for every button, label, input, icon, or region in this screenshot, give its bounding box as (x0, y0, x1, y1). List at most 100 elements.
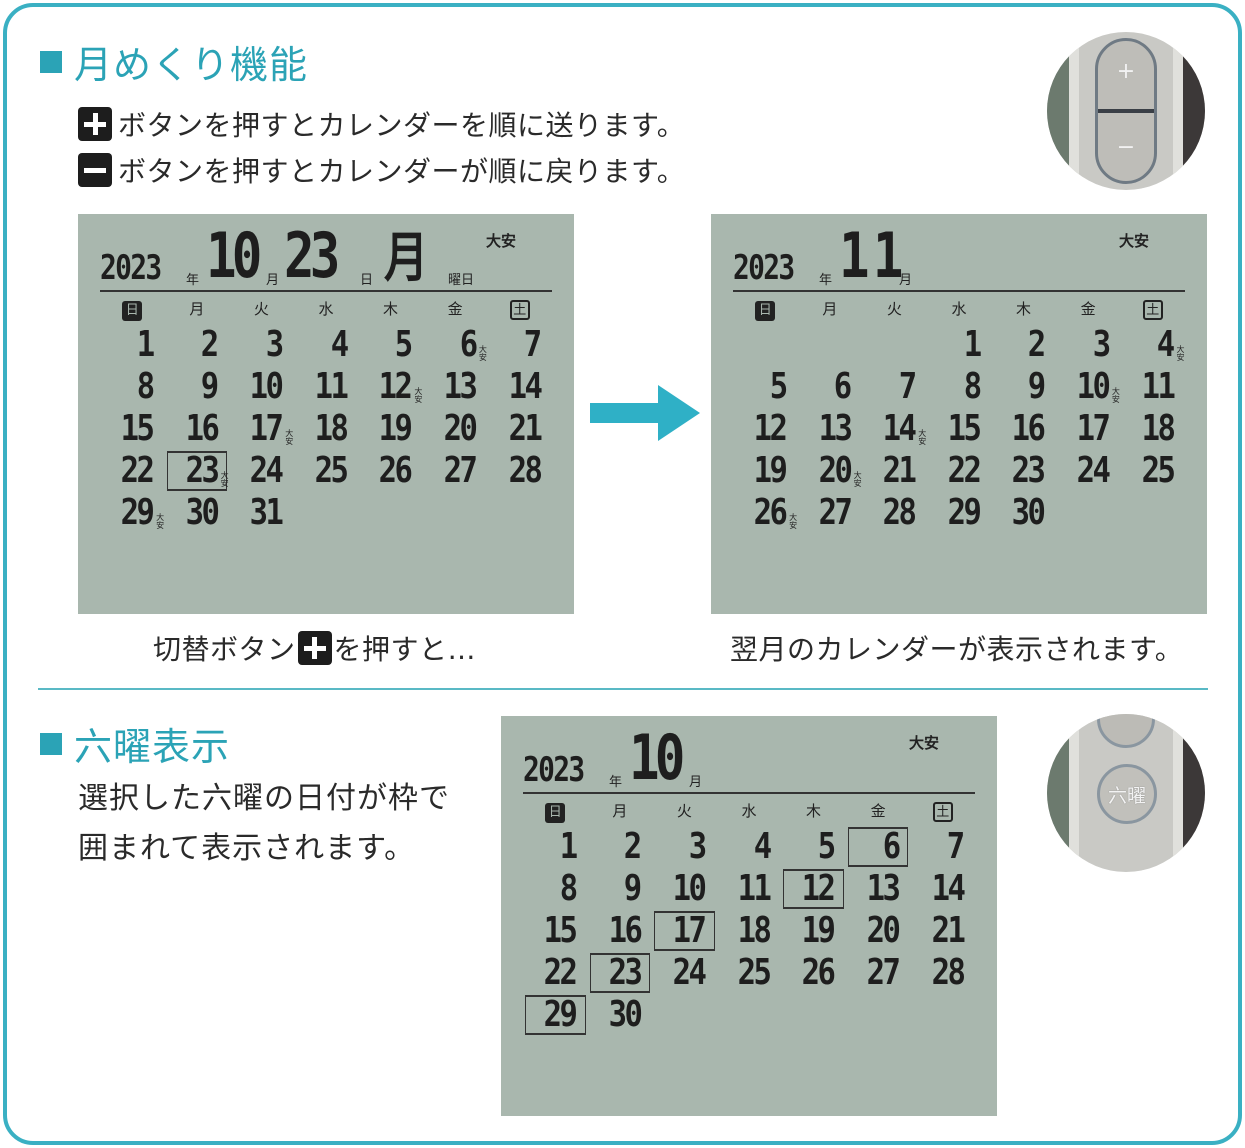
day-unit: 日 (360, 273, 374, 288)
day-number: 16 (185, 408, 219, 449)
day-cell: 12 (733, 408, 798, 450)
day-cell: 22 (100, 450, 165, 492)
day-cell: 1 (523, 826, 588, 868)
weekday-header: 金 (1056, 296, 1121, 322)
day-number: 10 (249, 366, 284, 407)
day-cell: 25 (717, 952, 782, 994)
day-number: 26 (753, 492, 788, 533)
caption-text-after: を押すと… (333, 633, 477, 666)
lcd-header: 2023 年 10 月 23 日 月 曜日 大安 (78, 214, 574, 294)
minus-description-text: ボタンを押すとカレンダーが順に戻ります。 (118, 155, 686, 188)
weekday-label: 木 (806, 802, 822, 820)
day-cell: 24 (229, 450, 294, 492)
day-cell: 5 (733, 366, 798, 408)
taian-tag: 大安 (156, 513, 165, 530)
weekday-label: 金 (870, 802, 886, 820)
day-number: 30 (185, 492, 219, 533)
taian-tag: 大安 (478, 345, 487, 362)
day-number: 20 (443, 408, 478, 449)
taian-tag: 大安 (853, 471, 862, 488)
weekday-label: 木 (1016, 300, 1032, 318)
weekday-header: 水 (927, 296, 992, 322)
day-cell: 23 (991, 450, 1056, 492)
day-number: 5 (394, 324, 413, 365)
day-number: 12 (802, 868, 836, 909)
year-display: 2023 (733, 248, 795, 288)
weekday-label: 火 (886, 300, 902, 318)
day-number: 17 (249, 408, 284, 449)
day-cell: 13 (846, 868, 911, 910)
weekday-label: 日 (755, 301, 776, 321)
taian-tag: 大安 (285, 429, 294, 446)
rokuyo-button: 六曜 (1097, 764, 1157, 824)
day-cell: 26 (358, 450, 423, 492)
day-number: 8 (136, 366, 155, 407)
month-display: 10 (629, 721, 685, 794)
day-cell: 3 (652, 826, 717, 868)
day-cell: 18 (717, 910, 782, 952)
day-number: 15 (947, 408, 982, 449)
day-cell: 3 (229, 324, 294, 366)
day-cell: 22 (523, 952, 588, 994)
rokuyo-description-line: 選択した六曜の日付が枠で (78, 781, 450, 816)
minus-icon: − (1116, 135, 1136, 160)
day-number: 28 (931, 952, 965, 993)
caption-next-month: 翌月のカレンダーが表示されます。 (730, 628, 1183, 668)
weekday-label: 日 (122, 301, 143, 321)
weekday-header: 日 (100, 296, 165, 322)
weekday-header: 木 (358, 296, 423, 322)
day-cell: 26 (781, 952, 846, 994)
plus-minus-button-photo: + − (1047, 32, 1205, 190)
day-number: 13 (443, 366, 478, 407)
day-cell: 25 (1120, 450, 1185, 492)
empty-day-cell (798, 324, 863, 366)
caption-press-plus: 切替ボタン を押すと… (153, 628, 476, 668)
empty-day-cell (733, 324, 798, 366)
day-cell: 21 (487, 408, 552, 450)
year-unit: 年 (609, 775, 623, 790)
day-number: 25 (314, 450, 349, 491)
weekday-display: 月 (384, 226, 428, 289)
taian-tag: 大安 (789, 513, 798, 530)
weekday-header: 日 (733, 296, 798, 322)
year-display: 2023 (100, 248, 162, 288)
weekday-label: 月 (822, 300, 838, 318)
day-number: 30 (1012, 492, 1046, 533)
day-number: 22 (543, 952, 578, 993)
day-number: 29 (120, 492, 155, 533)
day-cell: 1 (100, 324, 165, 366)
weekday-header: 火 (652, 798, 717, 824)
header-rule (100, 290, 552, 292)
day-cell: 19 (358, 408, 423, 450)
day-number: 9 (201, 366, 219, 407)
rokuyo-description-line: 囲まれて表示されます。 (78, 831, 416, 866)
day-cell: 8 (100, 366, 165, 408)
weekday-label: 木 (383, 300, 399, 318)
day-cell: 16 (588, 910, 653, 952)
month-unit: 月 (266, 273, 280, 288)
day-number: 28 (508, 450, 542, 491)
day-cell: 19 (733, 450, 798, 492)
day-number: 3 (1092, 324, 1111, 365)
day-number: 27 (443, 450, 478, 491)
weekday-header: 火 (862, 296, 927, 322)
day-cell: 15 (927, 408, 992, 450)
month-unit: 月 (689, 775, 703, 790)
day-cell: 7 (487, 324, 552, 366)
day-number: 12 (753, 408, 788, 449)
day-cell: 13 (423, 366, 488, 408)
taian-tag: 大安 (414, 387, 423, 404)
day-number: 18 (737, 910, 772, 951)
header-rule (733, 290, 1185, 292)
weekday-header: 土 (1120, 296, 1185, 322)
day-number: 5 (769, 366, 788, 407)
day-cell: 9 (991, 366, 1056, 408)
day-number: 22 (947, 450, 982, 491)
day-cell: 18 (294, 408, 359, 450)
day-cell: 5 (781, 826, 846, 868)
day-cell: 28 (910, 952, 975, 994)
day-number: 28 (882, 492, 917, 533)
